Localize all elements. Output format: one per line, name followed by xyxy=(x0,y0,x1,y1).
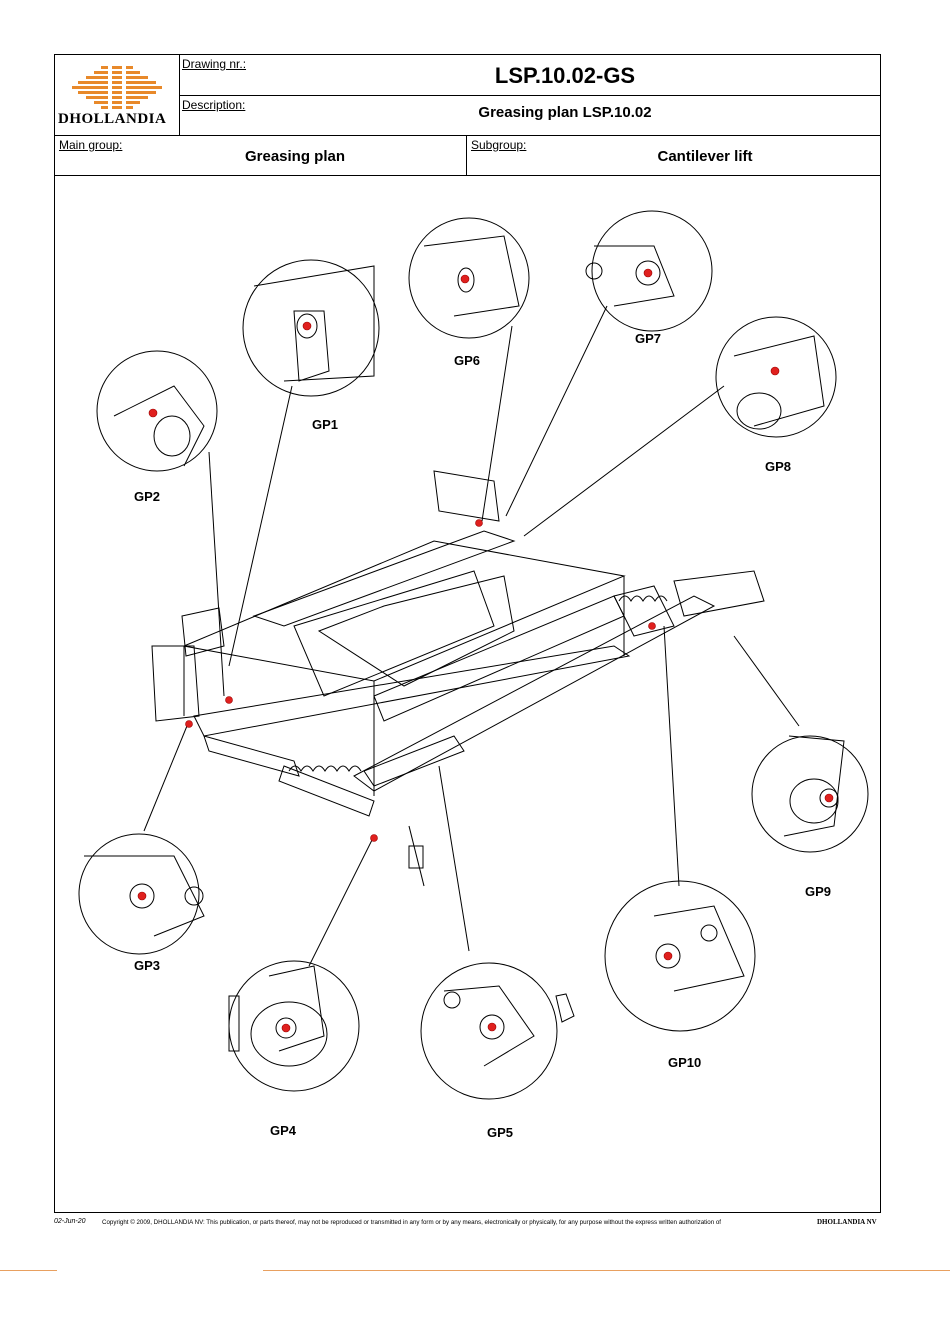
header-divider xyxy=(179,54,180,135)
greasing-plan-drawing xyxy=(78,210,869,1100)
logo-text: DHOLLANDIA xyxy=(58,111,167,127)
footer-rule xyxy=(263,1270,950,1271)
header-divider xyxy=(54,135,881,136)
subgroup-label: Subgroup: xyxy=(471,138,527,152)
detail-circle-gp5 xyxy=(420,962,558,1100)
drawing-sheet-border xyxy=(54,54,881,1213)
gp10-label: GP10 xyxy=(668,1055,702,1070)
gp9-label: GP9 xyxy=(805,884,832,899)
description-value: Greasing plan LSP.10.02 xyxy=(478,104,652,121)
gp8-label: GP8 xyxy=(765,459,792,474)
detail-circle-gp10 xyxy=(604,880,756,1032)
drawing-nr-label: Drawing nr.: xyxy=(182,57,247,71)
detail-circle-gp3 xyxy=(78,833,205,955)
gp4-label: GP4 xyxy=(270,1123,297,1138)
gp3-label: GP3 xyxy=(134,958,161,973)
gp7-label: GP7 xyxy=(635,331,662,346)
company-logo: DHOLLANDIA xyxy=(56,58,178,133)
detail-circle-gp7 xyxy=(585,210,713,332)
detail-circle-gp4 xyxy=(228,960,360,1092)
cantilever-lift-frame xyxy=(151,470,765,887)
footer-brand: DHOLLANDIA NV xyxy=(817,1218,877,1226)
gp6-label: GP6 xyxy=(454,353,481,368)
footer-rule xyxy=(0,1270,57,1271)
footer-copyright: Copyright © 2009, DHOLLANDIA NV: This pu… xyxy=(102,1219,722,1226)
detail-circle-gp8 xyxy=(715,316,837,438)
grease-point-markers xyxy=(137,268,834,1033)
gp1-label: GP1 xyxy=(312,417,339,432)
drawing-nr-value: LSP.10.02-GS xyxy=(494,63,636,88)
header-divider xyxy=(54,175,881,176)
detail-circle-gp2 xyxy=(96,350,218,472)
detail-circle-gp9 xyxy=(751,735,869,853)
footer-date: 02-Jun-20 xyxy=(54,1218,86,1225)
subgroup-value: Cantilever lift xyxy=(657,148,753,165)
detail-circle-gp1 xyxy=(242,259,380,397)
gp5-label: GP5 xyxy=(487,1125,514,1140)
main-group-value: Greasing plan xyxy=(244,148,346,165)
header-divider xyxy=(466,135,467,175)
logo-graphic-icon xyxy=(72,64,162,112)
main-group-label: Main group: xyxy=(59,138,123,152)
header-divider xyxy=(179,95,881,96)
description-label: Description: xyxy=(182,98,246,112)
detail-circle-gp6 xyxy=(408,217,530,339)
gp2-label: GP2 xyxy=(134,489,161,504)
